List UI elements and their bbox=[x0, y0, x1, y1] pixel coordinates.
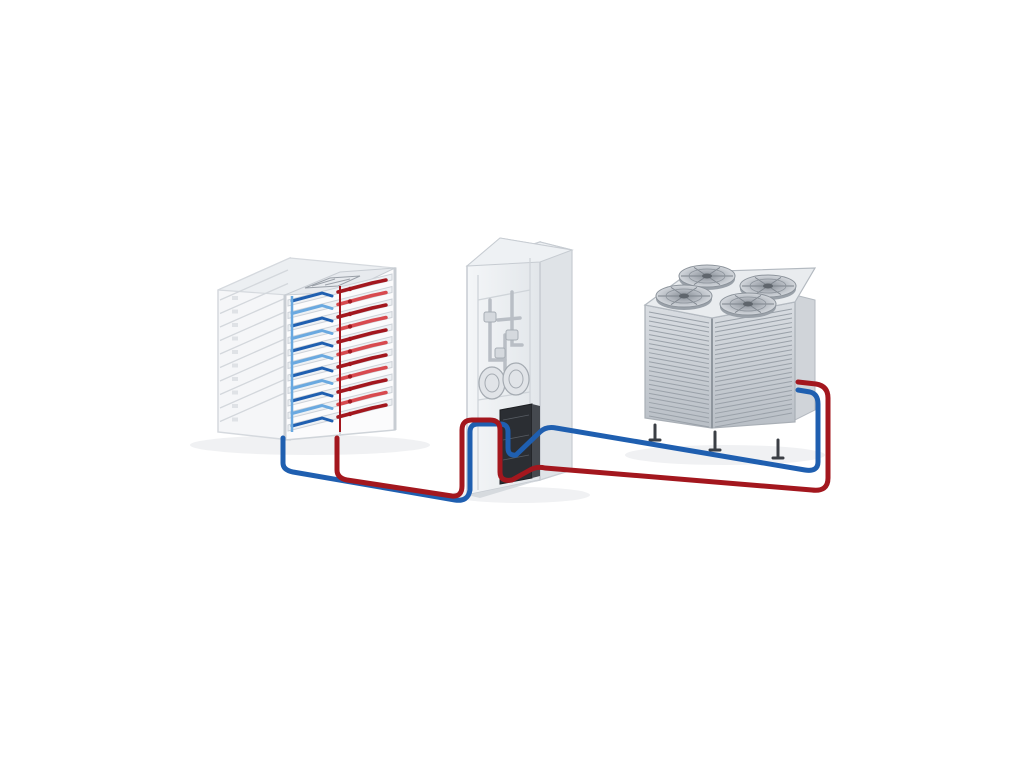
fan-icon bbox=[655, 284, 713, 310]
fan-icon bbox=[678, 264, 736, 290]
cold-supply-pipe bbox=[280, 387, 821, 503]
coolant-distribution-unit-icon bbox=[465, 237, 574, 498]
rack-shadow bbox=[190, 435, 430, 455]
fan-icon bbox=[719, 292, 777, 318]
dry-cooler-fan-icon bbox=[643, 264, 817, 460]
server-rack-icon bbox=[217, 256, 398, 441]
hot-return-pipe bbox=[334, 379, 831, 499]
